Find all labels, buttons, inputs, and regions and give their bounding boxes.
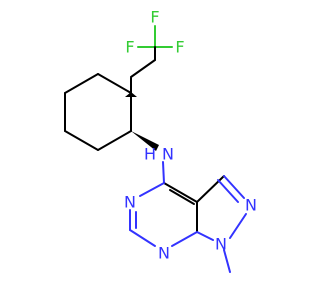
trifluoromethyl-group	[137, 25, 173, 61]
molecule-diagram: F F F N H N N N N	[64, 8, 257, 273]
bond-ch2-cf3	[130, 59, 156, 78]
atom-n-pyrimidine-top: N	[124, 193, 136, 212]
bond-ring-c6-c5	[64, 73, 99, 94]
bond-ring-c1-c6	[97, 73, 132, 94]
pyrazole-ring	[196, 175, 247, 241]
bond-n1-c7a	[196, 231, 214, 241]
atom-f-left: F	[125, 38, 134, 57]
structure-drawing: F F F N H N N N N	[64, 8, 257, 273]
bond-ring-c4-c3	[64, 130, 99, 151]
wedge-bond-nh	[131, 131, 159, 151]
bond-c4a-c3	[196, 175, 225, 203]
bond-c3-n2-inner	[217, 179, 239, 203]
bond-c2-n1	[129, 229, 156, 247]
bond-n1-methyl	[223, 249, 231, 273]
atom-labels: F F F N H N N N N	[124, 8, 257, 263]
bond-c4-n3	[139, 182, 165, 197]
atom-n-pyrazole-n1: N	[215, 235, 227, 254]
atom-n-amine: N	[162, 145, 174, 164]
bond-n2-n1	[229, 213, 247, 239]
bond-c3-n2	[223, 175, 245, 199]
bond-c4-c4a-inner	[169, 189, 195, 205]
atom-n-pyrimidine-bottom: N	[158, 244, 170, 263]
bond-c4-c4a	[163, 182, 198, 203]
bond-ring-c3-c2	[97, 130, 132, 151]
pyrimidine-ring	[129, 182, 198, 247]
atom-n-pyrazole-n2: N	[245, 196, 257, 215]
atom-h-amine: H	[144, 145, 156, 164]
atom-f-right: F	[175, 38, 184, 57]
atom-f-top: F	[150, 8, 159, 27]
cyclohexane-ring	[64, 73, 137, 151]
bond-nh-c4	[162, 161, 165, 184]
bond-n1-c7a	[171, 231, 198, 247]
